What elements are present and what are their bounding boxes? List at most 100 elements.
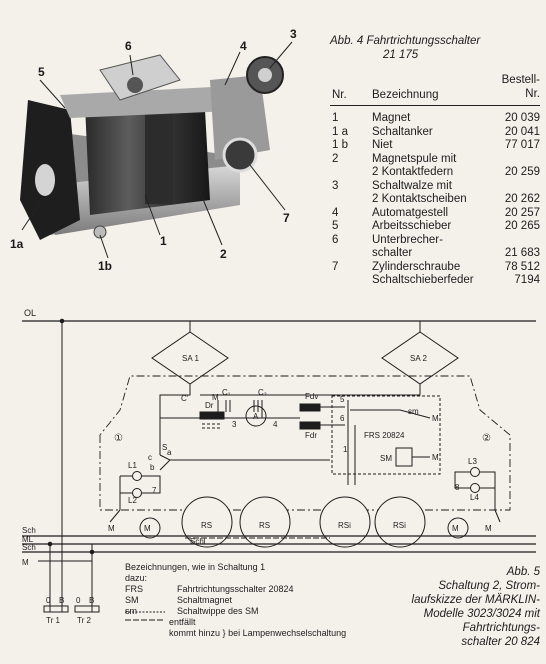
lamp-l3 <box>470 467 480 477</box>
part-name: Niet <box>372 139 393 151</box>
label-c1: C₁ <box>222 388 231 397</box>
legend-intro-2: dazu: <box>125 573 148 583</box>
part-name: Magnet <box>372 112 411 124</box>
part-order-number: 20 265 <box>504 220 540 232</box>
part-order-number: 77 017 <box>504 139 540 151</box>
label-tr1-0: 0 <box>46 596 51 605</box>
label-circ1: ① <box>114 433 123 444</box>
figure4-caption: Abb. 4 Fahrtrichtungsschalter 21 175 <box>330 34 540 62</box>
label-dr: Dr <box>205 401 214 410</box>
label-m-sm2: M <box>432 453 439 462</box>
callout-3: 3 <box>290 27 297 41</box>
parts-table-header: Nr. Bezeichnung Bestell- Nr. <box>330 73 540 106</box>
part-name: Automatgestell <box>372 206 449 219</box>
wheel-rs-2 <box>239 496 291 548</box>
legend-brace-note: bei Lampenwechselschaltung <box>228 628 347 638</box>
label-fdr: Fdr <box>305 431 317 440</box>
callout-1b: 1b <box>98 259 112 273</box>
part-name: Schaltschieberfeder <box>372 274 474 286</box>
schematic-legend: Bezeichnungen, wie in Schaltung 1 dazu: … <box>125 562 385 639</box>
label-3: 3 <box>232 420 237 429</box>
part-nr: 6 <box>332 233 339 246</box>
label-l2: L2 <box>128 496 137 505</box>
callout-1a: 1a <box>10 237 24 251</box>
part-order-number: 21 683 <box>504 247 540 259</box>
legend-item-text: Schaltmagnet <box>177 595 233 605</box>
wheel-m-right-label: M <box>452 524 459 533</box>
label-sm-contact: sm <box>408 407 419 416</box>
figure5-caption-line: laufskizze der MÄRKLIN- <box>411 594 540 606</box>
header-bestell-nr: Bestell- Nr. <box>502 73 540 101</box>
part-nr: 1 <box>332 112 339 124</box>
legend-hinzu: kommt hinzu <box>169 628 221 638</box>
wheel-rsi-2-label: RSi <box>393 521 406 530</box>
callout-7: 7 <box>283 211 290 225</box>
label-tr2-b: B <box>89 596 94 605</box>
callout-6: 6 <box>125 39 132 53</box>
label-1: 1 <box>343 445 348 454</box>
wheel-rs-1-label: RS <box>201 521 212 530</box>
part-name: Schaltwalze mit <box>372 179 452 192</box>
wiring-schematic: OL SA 1 SA 2 C' M C₁ C₂ Dr A 3 4 Fdv Fdr <box>0 300 546 659</box>
label-sch-top: Sch <box>22 526 36 535</box>
label-b: b <box>150 463 155 472</box>
figure4-caption-title: Abb. 4 Fahrtrichtungsschalter <box>330 35 481 47</box>
parts-table-row: 6 Unterbrecher- <box>330 234 540 248</box>
label-sm-box: SM <box>380 454 392 463</box>
part-order-number: 20 041 <box>504 125 540 138</box>
label-m-left: M <box>108 524 115 533</box>
label-tr1: Tr 1 <box>46 616 60 625</box>
part-nr: 1 b <box>332 139 348 151</box>
label-5: 5 <box>340 395 345 404</box>
part-order-number: 7194 <box>514 274 540 286</box>
wheel-m-left <box>139 517 161 539</box>
part-order-number: 20 257 <box>504 206 540 219</box>
legend-entfaellt: entfällt <box>169 617 196 627</box>
label-ml: ML <box>22 535 34 544</box>
wheel-rs-2-label: RS <box>259 521 270 530</box>
header-nr: Nr. <box>332 89 347 101</box>
callout-2: 2 <box>220 247 227 261</box>
label-c2: C₂ <box>258 388 267 397</box>
label-c: c <box>148 453 152 462</box>
part-name: Schaltanker <box>372 125 433 138</box>
label-4: 4 <box>273 420 278 429</box>
label-m-rail: M <box>22 558 29 567</box>
legend-item-text: Schaltwippe des SM <box>177 606 259 616</box>
part-order-number: 78 512 <box>504 260 540 273</box>
label-frs: FRS 20824 <box>364 431 405 440</box>
choke-dr <box>199 411 225 420</box>
figure4-caption-number: 21 175 <box>383 49 419 61</box>
wheel-rs-1 <box>181 496 233 548</box>
parts-table-row: 3 Schaltwalze mit <box>330 180 540 194</box>
parts-table-row: Schaltschieberfeder 7194 <box>330 274 540 288</box>
part-name: Unterbrecher- <box>372 233 443 246</box>
label-7: 7 <box>152 486 157 495</box>
label-6: 6 <box>340 414 345 423</box>
figure5-caption-line: Schaltung 2, Strom- <box>438 580 540 592</box>
label-circ2: ② <box>482 433 491 444</box>
wheel-rsi-2 <box>374 496 426 548</box>
direction-switch-illustration: 1 1a 1b 2 3 4 5 6 7 <box>10 27 297 273</box>
header-bestell-line1: Bestell- <box>501 74 540 86</box>
label-l4: L4 <box>470 493 479 502</box>
transformer-tr2 <box>74 605 100 613</box>
part-order-number: 20 262 <box>504 193 540 205</box>
figure5-caption-line: Fahrtrichtungs- <box>462 622 540 634</box>
label-sch-bottom: Sch <box>22 543 36 552</box>
wheel-m-right <box>447 517 469 539</box>
part-nr: 5 <box>332 220 339 232</box>
legend-item-key: FRS <box>125 584 143 594</box>
field-winding-fdr <box>299 421 321 430</box>
label-sa2: SA 2 <box>410 354 427 363</box>
part-name: 2 Kontaktfedern <box>372 166 454 178</box>
label-ol: OL <box>24 308 36 318</box>
part-nr: 3 <box>332 179 339 192</box>
legend-hinzu-row: kommt hinzu } bei Lampenwechselschaltung <box>169 628 347 638</box>
part-name: Magnetspule mit <box>372 152 457 165</box>
